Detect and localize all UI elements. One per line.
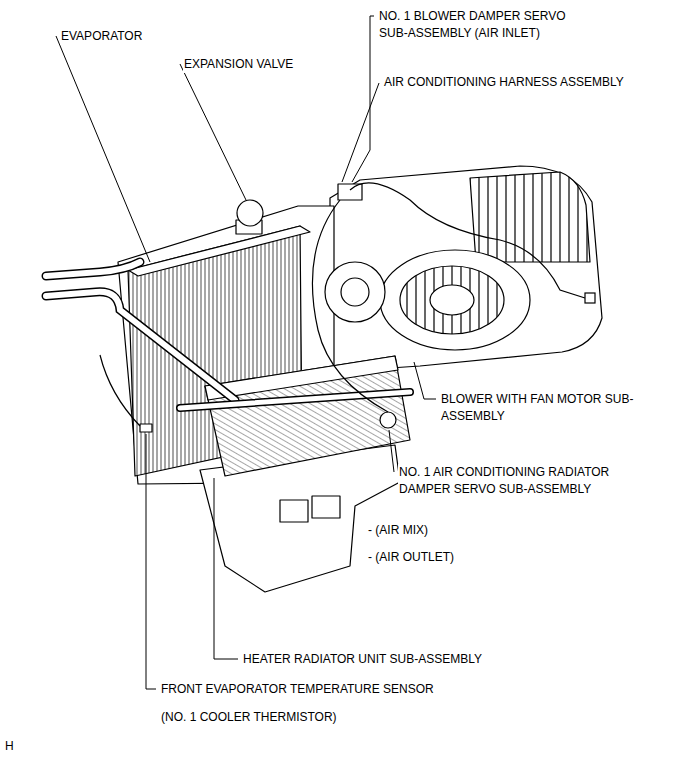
variant-note: - (AIR MIX)	[367, 522, 429, 539]
part-name: NO. 1 AIR CONDITIONING RADIATOR DAMPER S…	[398, 464, 655, 498]
part-name: AIR CONDITIONING HARNESS ASSEMBLY	[383, 74, 625, 91]
variant-note: - (AIR OUTLET)	[367, 549, 455, 566]
part-name: EXPANSION VALVE	[183, 56, 294, 73]
part-note: (NO. 1 COOLER THERMISTOR)	[160, 709, 338, 726]
part-name: NO. 1 BLOWER DAMPER SERVO SUB-ASSEMBLY (…	[378, 8, 595, 42]
blower-scroll	[380, 250, 530, 350]
inlet-servo	[338, 184, 362, 200]
thermistor	[140, 424, 152, 432]
part-name: HEATER RADIATOR UNIT SUB-ASSEMBLY	[242, 651, 483, 668]
part-name: FRONT EVAPORATOR TEMPERATURE SENSOR	[160, 681, 435, 698]
leader-lines	[56, 16, 436, 689]
intake-ribs	[470, 172, 590, 262]
part-name: BLOWER WITH FAN MOTOR SUB-ASSEMBLY	[440, 391, 642, 425]
expansion-valve	[237, 200, 263, 226]
harness-wire	[350, 183, 585, 298]
air-mix-element	[325, 262, 385, 322]
figure-code: H	[4, 738, 15, 755]
part-name: EVAPORATOR	[60, 28, 143, 45]
heater-core	[205, 356, 410, 476]
radiator-servo	[380, 412, 396, 428]
